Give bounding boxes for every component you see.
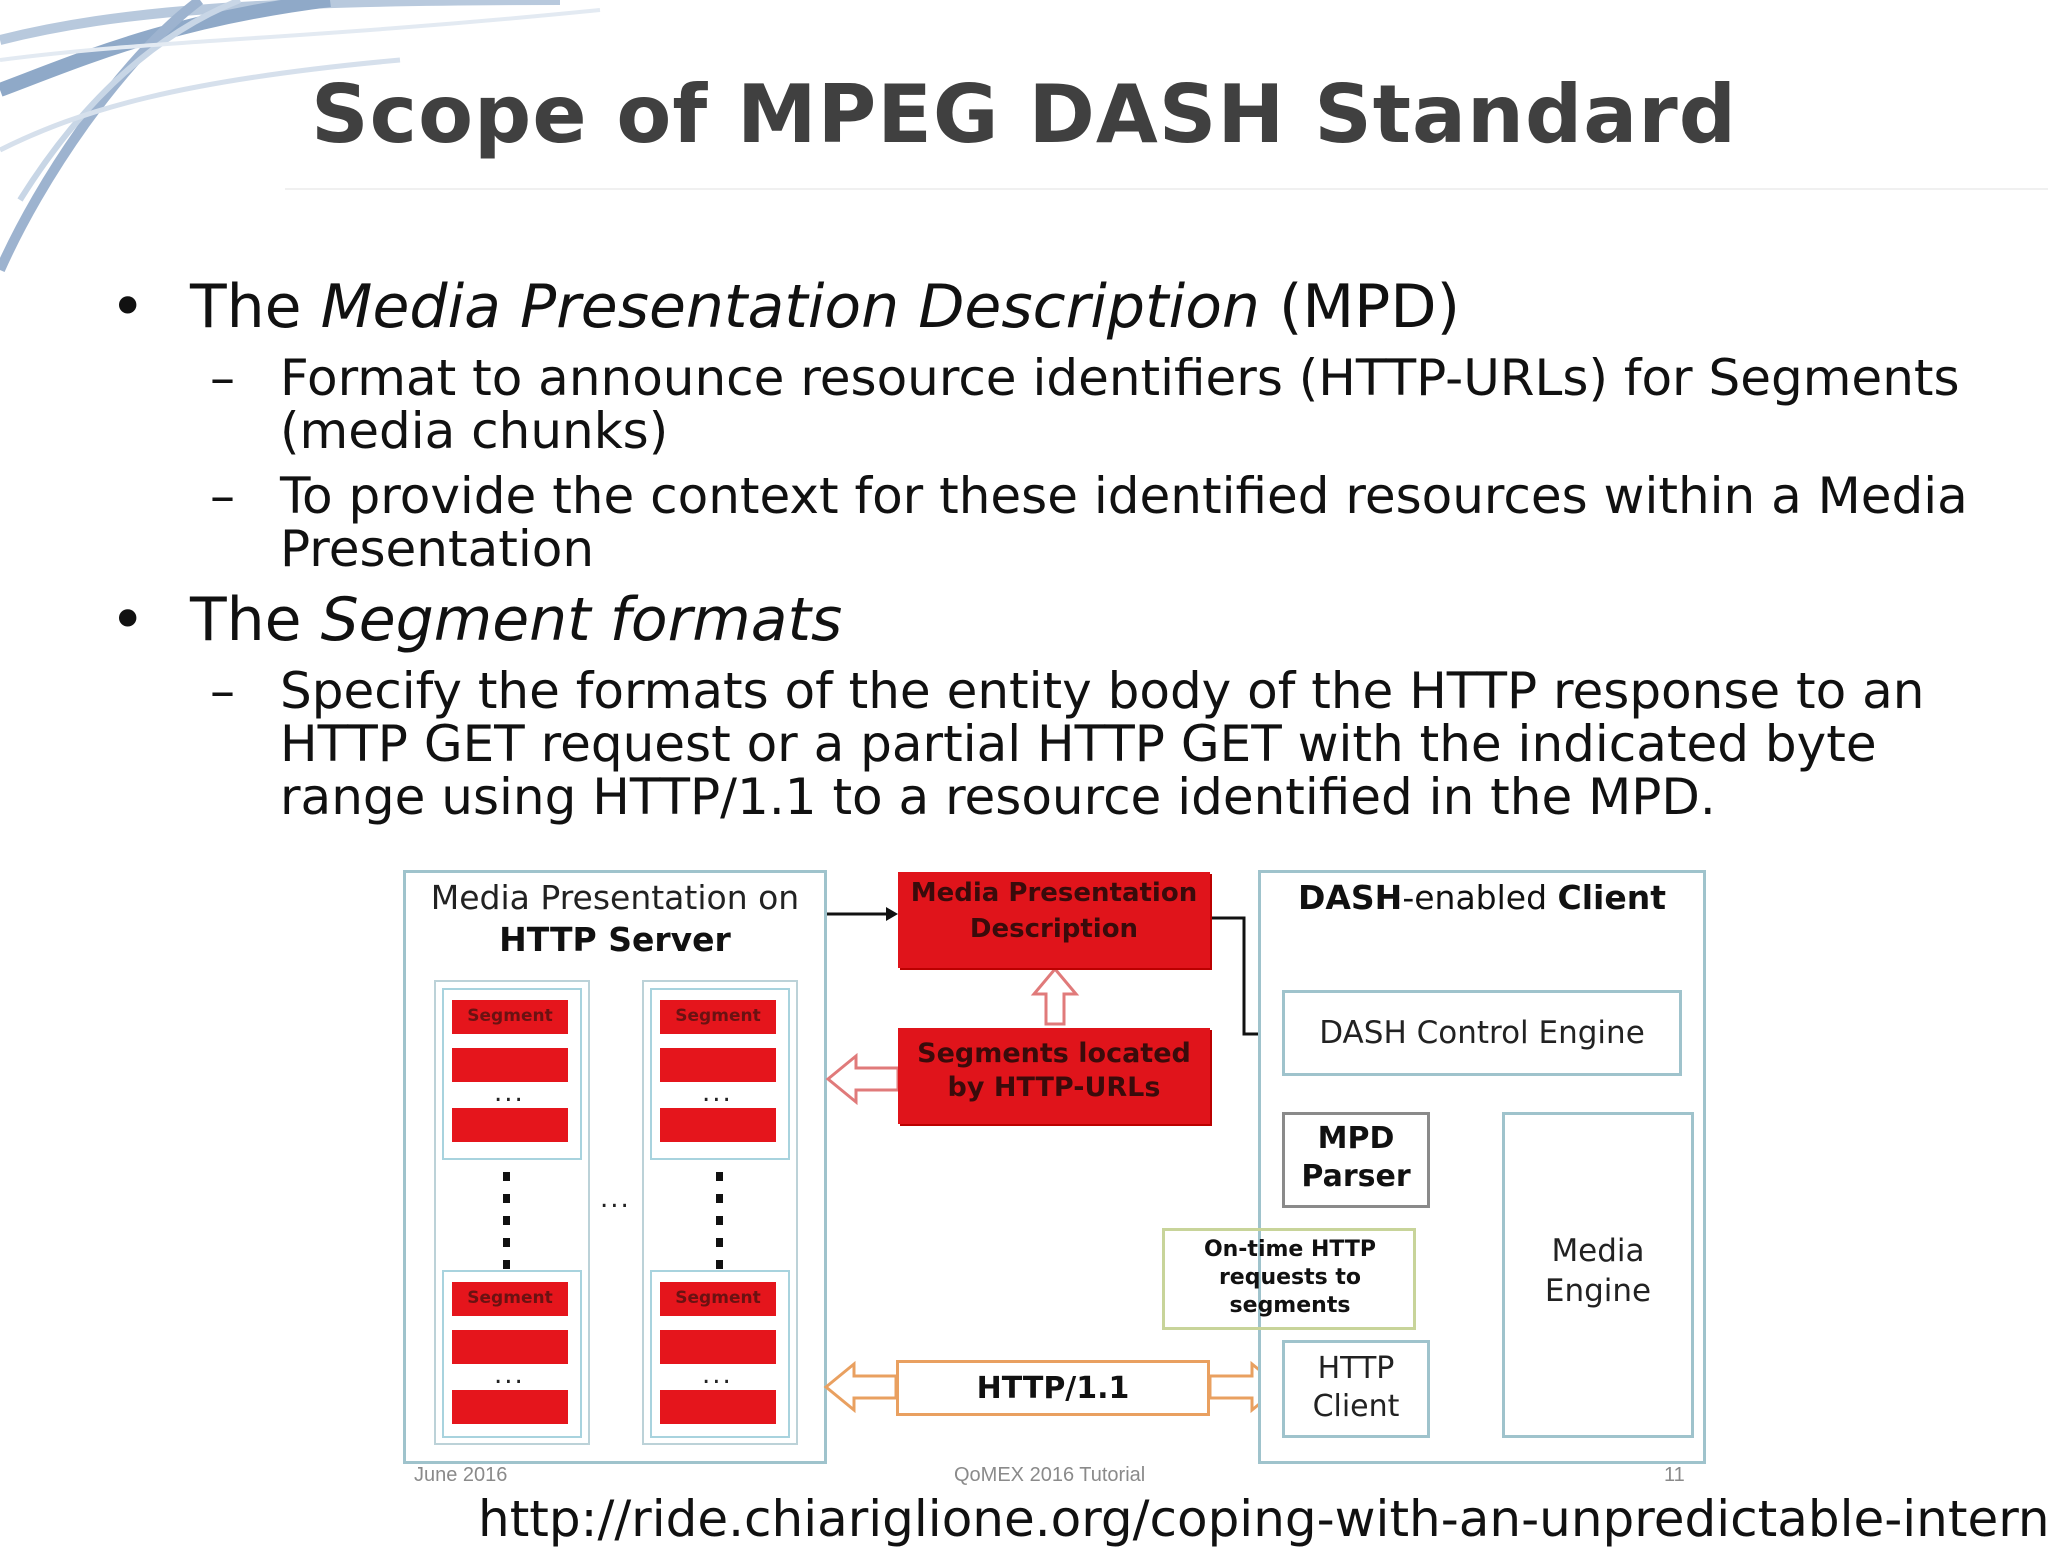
sub-bullet-text: Format to announce resource identifiers … (280, 349, 1960, 460)
sub-bullet-dash: – (210, 662, 235, 720)
ellipsis: ... (702, 1360, 733, 1390)
http-client-box: HTTP Client (1282, 1340, 1430, 1438)
http11-label: HTTP/1.1 (976, 1371, 1130, 1406)
bullet-dot: • (110, 585, 146, 655)
bullet-emphasis: Segment formats (320, 585, 843, 655)
segments-located-box: Segments located by HTTP-URLs (898, 1028, 1210, 1124)
source-link[interactable]: http://ride.chiariglione.org/coping-with… (478, 1490, 2048, 1548)
segment-block (452, 1282, 568, 1316)
bullet-emphasis: Media Presentation Description (320, 272, 1260, 342)
client-title-dash: DASH (1297, 878, 1403, 917)
client-title: DASH-enabled Client (1258, 878, 1706, 917)
http-client-line2: Client (1312, 1389, 1400, 1424)
sub-bullet-text: Specify the formats of the entity body o… (280, 662, 1925, 826)
http11-box: HTTP/1.1 (896, 1360, 1210, 1416)
ellipsis: ... (702, 1078, 733, 1108)
segment-block (660, 1282, 776, 1316)
media-engine-line2: Engine (1544, 1273, 1652, 1309)
segment-block (452, 1330, 568, 1364)
segment-label: Segment (467, 1288, 553, 1308)
segment-stack: Segment ... (650, 1270, 790, 1438)
segment-block (660, 1108, 776, 1142)
bullet-text: The Media Presentation Description (MPD) (190, 275, 1460, 339)
segment-block (660, 1048, 776, 1082)
title-divider (285, 188, 2048, 190)
bullet-suffix: (MPD) (1259, 272, 1460, 342)
on-time-line1: On-time HTTP (1203, 1237, 1377, 1262)
bullet-dot: • (110, 272, 146, 342)
segment-block (452, 1108, 568, 1142)
decorative-swoosh (0, 0, 601, 273)
dash-control-engine-box: DASH Control Engine (1282, 990, 1682, 1076)
segment-stack: Segment ... (442, 988, 582, 1160)
sub-bullet-dash: – (210, 349, 235, 407)
segment-label: Segment (675, 1288, 761, 1308)
client-title-mid: -enabled (1402, 878, 1558, 917)
segment-block (452, 1000, 568, 1034)
bullet-prefix: The (190, 585, 321, 655)
media-engine-line1: Media (1551, 1233, 1645, 1269)
footer-page-number: 11 (1664, 1464, 1685, 1486)
ellipsis: ... (494, 1078, 525, 1108)
on-time-line3: segments (1229, 1293, 1351, 1318)
segment-block (660, 1390, 776, 1424)
sub-bullet-dash: – (210, 467, 235, 525)
segment-stack: Segment ... (650, 988, 790, 1160)
server-title-line2: HTTP Server (499, 920, 731, 959)
bullet-text: The Segment formats (190, 588, 842, 652)
segments-box-line1: Segments located (917, 1038, 1191, 1069)
client-title-client: Client (1557, 878, 1667, 917)
segments-box-line2: by HTTP-URLs (947, 1072, 1161, 1103)
control-engine-label: DASH Control Engine (1319, 1015, 1645, 1051)
on-time-requests-box: On-time HTTP requests to segments (1162, 1228, 1416, 1330)
segment-block (452, 1048, 568, 1082)
segment-block (452, 1390, 568, 1424)
media-engine-box: Media Engine (1502, 1112, 1694, 1438)
middle-ellipsis: ... (600, 1184, 631, 1214)
segment-block (660, 1330, 776, 1364)
dash-architecture-diagram: Media Presentation on HTTP Server Segmen… (398, 864, 1708, 1464)
segment-block (660, 1000, 776, 1034)
mpd-box: Media Presentation Description (898, 872, 1210, 968)
footer-date: June 2016 (414, 1464, 508, 1486)
segment-label: Segment (675, 1006, 761, 1026)
ellipsis: ... (494, 1360, 525, 1390)
segment-stack: Segment ... (442, 1270, 582, 1438)
http-client-line1: HTTP (1317, 1351, 1395, 1386)
slide-title: Scope of MPEG DASH Standard (311, 68, 1737, 161)
mpd-box-line2: Description (969, 914, 1139, 944)
mpd-parser-line1: MPD (1317, 1121, 1395, 1156)
footer-event: QoMEX 2016 Tutorial (954, 1464, 1146, 1486)
mpd-parser-box: MPD Parser (1282, 1112, 1430, 1208)
mpd-parser-line2: Parser (1301, 1159, 1411, 1194)
bullet-prefix: The (190, 272, 321, 342)
sub-bullet-text: To provide the context for these identif… (280, 467, 1968, 578)
vertical-dots (503, 1172, 723, 1269)
segment-label: Segment (467, 1006, 553, 1026)
on-time-line2: requests to (1218, 1265, 1362, 1290)
server-title-line1: Media Presentation on (430, 878, 800, 917)
mpd-box-line1: Media Presentation (910, 878, 1198, 908)
